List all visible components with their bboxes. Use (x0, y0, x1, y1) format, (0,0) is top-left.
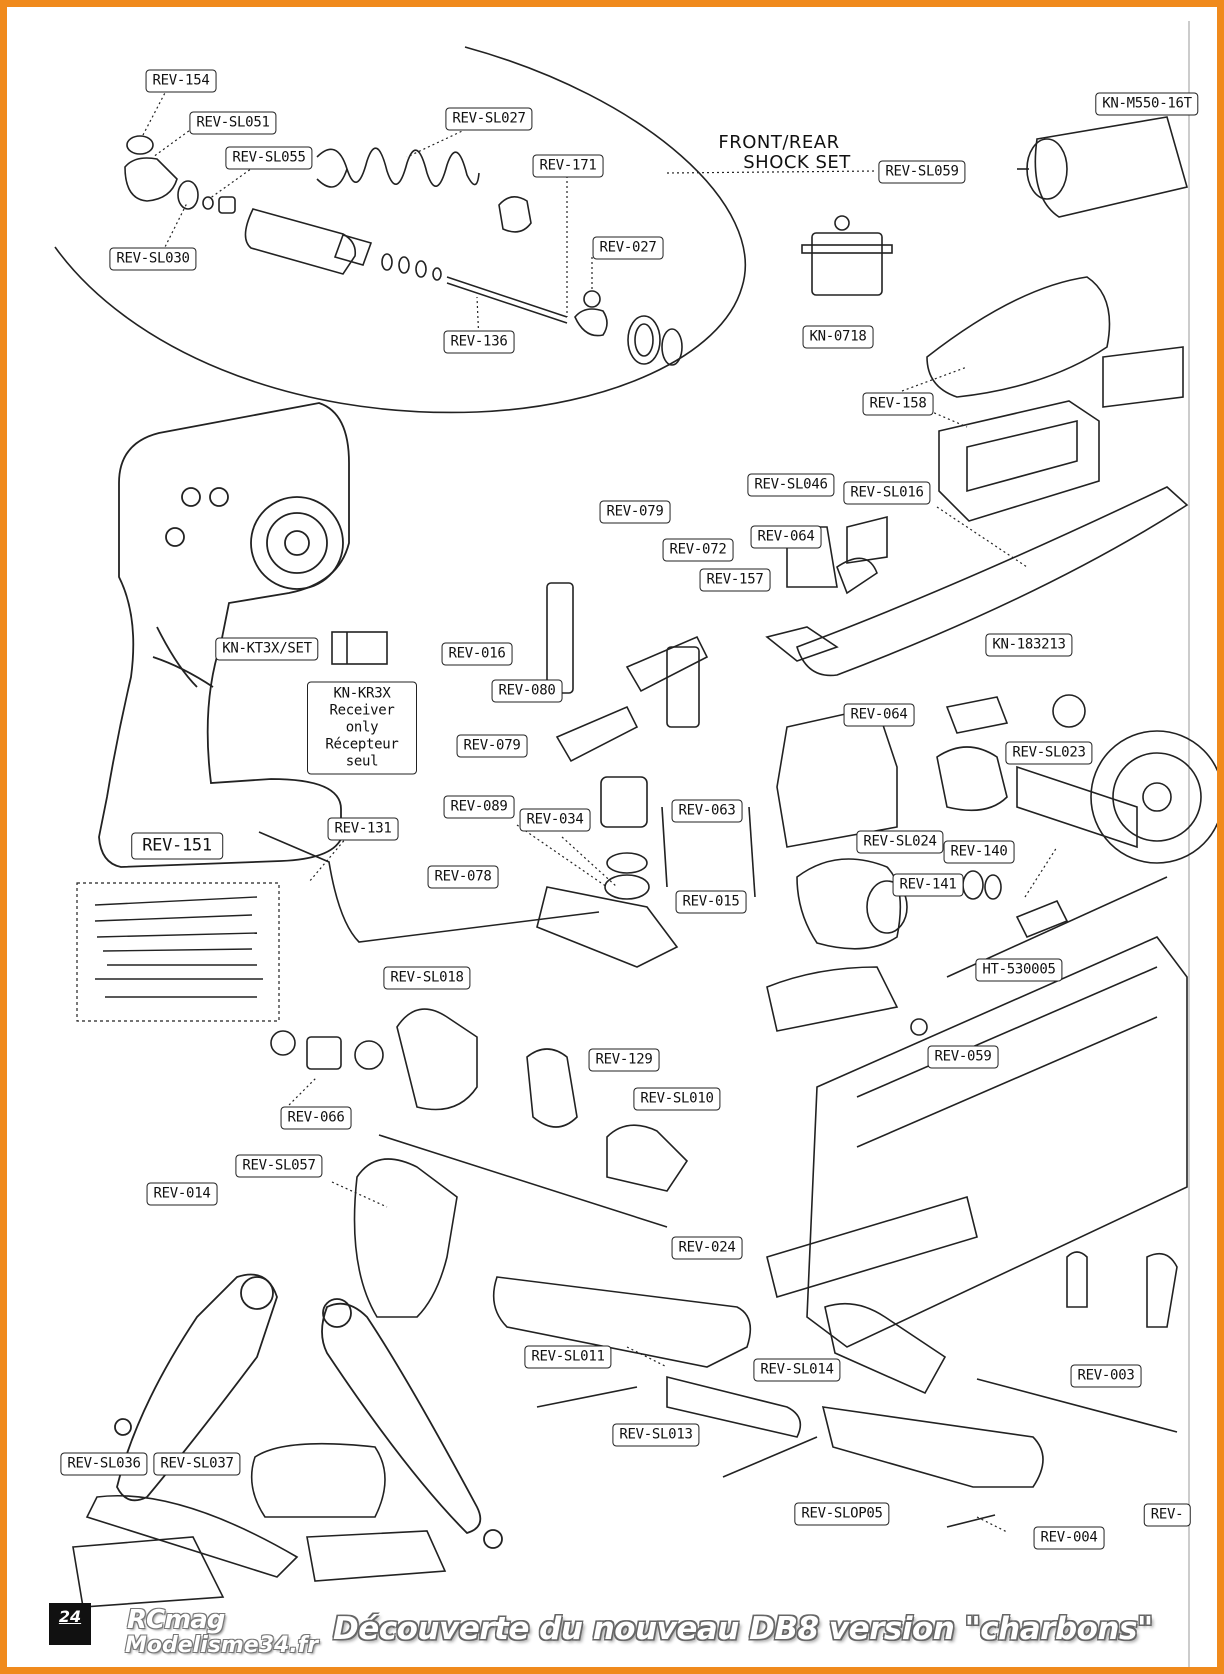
hardware-box (76, 882, 280, 1022)
label-rev-sl051: REV-SL051 (189, 111, 277, 135)
main-chassis-part (766, 936, 1188, 1348)
label-kn-m550: KN-M550-16T (1095, 92, 1199, 116)
servo-part (801, 215, 893, 296)
label-rev-136: REV-136 (443, 330, 515, 354)
label-rev-014: REV-014 (146, 1182, 218, 1206)
motor-part (1017, 116, 1188, 218)
diff-part (766, 706, 908, 1032)
label-rev-slop05: REV-SLOP05 (794, 1502, 890, 1526)
label-ht-530005: HT-530005 (975, 958, 1063, 982)
label-rev-sl023: REV-SL023 (1005, 741, 1093, 765)
label-rev-sl059: REV-SL059 (878, 160, 966, 184)
label-rev-064-top: REV-064 (750, 525, 822, 549)
label-rev-sl027: REV-SL027 (445, 107, 533, 131)
shock-tower-part (353, 1158, 458, 1318)
hardware-screws (94, 896, 263, 998)
label-rev-063: REV-063 (671, 799, 743, 823)
watermark-rcmag: RCmag (127, 1605, 225, 1635)
label-rev-079-mid: REV-079 (456, 734, 528, 758)
transmitter-part (98, 402, 350, 868)
steering-hub-part (270, 1008, 578, 1128)
label-rev-sl036: REV-SL036 (60, 1452, 148, 1476)
label-rev-sl013: REV-SL013 (612, 1423, 700, 1447)
label-rev-151: REV-151 (131, 832, 223, 860)
label-kn-0718: KN-0718 (802, 325, 874, 349)
label-rev-154: REV-154 (145, 69, 217, 93)
label-rev-024: REV-024 (671, 1236, 743, 1260)
label-rev-sl030: REV-SL030 (109, 247, 197, 271)
kn-kr3x-code: KN-KR3X (333, 685, 391, 702)
shock-set-outline (54, 46, 747, 414)
label-rev-sl057: REV-SL057 (235, 1154, 323, 1178)
label-rev-sl018: REV-SL018 (383, 966, 471, 990)
label-rev-sl016: REV-SL016 (843, 481, 931, 505)
shock-cap-part (124, 135, 236, 214)
spur-gear-part (1052, 694, 1217, 864)
drive-shaft-part (378, 1134, 668, 1228)
suspension-arms-part (492, 1276, 1178, 1528)
label-rev-sl010: REV-SL010 (633, 1087, 721, 1111)
label-rev-cut: REV- (1143, 1503, 1191, 1527)
front-shock-part (114, 1273, 278, 1502)
bumper-part (72, 1442, 447, 1608)
kn-kr3x-line2: Récepteur seul (325, 736, 399, 770)
page-caption: Découverte du nouveau DB8 version "charb… (333, 1611, 1153, 1647)
label-rev-131: REV-131 (327, 817, 399, 841)
exploded-view-drawing (54, 21, 1217, 1667)
label-rev-sl037: REV-SL037 (153, 1452, 241, 1476)
label-rev-003: REV-003 (1070, 1364, 1142, 1388)
label-rev-sl055: REV-SL055 (225, 146, 313, 170)
watermark-site: Modelisme34.fr (125, 1633, 319, 1658)
shock-body-part (244, 208, 568, 324)
kn-kr3x-line1: Receiver only (329, 702, 395, 736)
chassis-rail-part (796, 486, 1189, 677)
label-rev-079-top: REV-079 (599, 500, 671, 524)
label-rev-157: REV-157 (699, 568, 771, 592)
shock-set-title: FRONT/REAR SHOCK SET (707, 133, 851, 173)
small-parts (536, 526, 1178, 1328)
label-rev-sl014: REV-SL014 (753, 1358, 841, 1382)
label-rev-059: REV-059 (927, 1045, 999, 1069)
label-rev-016: REV-016 (441, 642, 513, 666)
label-rev-158: REV-158 (862, 392, 934, 416)
label-rev-034: REV-034 (519, 808, 591, 832)
label-rev-sl024: REV-SL024 (856, 830, 944, 854)
label-rev-072: REV-072 (662, 538, 734, 562)
receiver-box-part (926, 276, 1184, 522)
label-rev-080: REV-080 (491, 679, 563, 703)
label-rev-004: REV-004 (1033, 1526, 1105, 1550)
rear-shock-part (321, 1298, 503, 1549)
label-kn-183213: KN-183213 (985, 633, 1073, 657)
shock-set-line1: FRONT/REAR (718, 132, 840, 153)
sway-bar-part (258, 831, 600, 943)
page-number: 24 (49, 1603, 91, 1645)
label-rev-064-mid: REV-064 (843, 703, 915, 727)
label-rev-066: REV-066 (280, 1106, 352, 1130)
label-rev-089: REV-089 (443, 795, 515, 819)
shock-spring-part (316, 147, 480, 188)
label-rev-129: REV-129 (588, 1048, 660, 1072)
label-rev-141: REV-141 (892, 873, 964, 897)
label-kn-kt3x: KN-KT3X/SET (215, 637, 319, 661)
shock-end-parts (498, 196, 683, 366)
label-rev-171: REV-171 (532, 154, 604, 178)
receiver-part (331, 631, 388, 665)
label-rev-sl046: REV-SL046 (747, 473, 835, 497)
label-rev-sl011: REV-SL011 (524, 1345, 612, 1369)
label-kn-kr3x: KN-KR3X Receiver only Récepteur seul (307, 681, 417, 775)
shock-set-line2: SHOCK SET (743, 152, 851, 173)
label-rev-078: REV-078 (427, 865, 499, 889)
label-rev-140: REV-140 (943, 840, 1015, 864)
label-rev-015: REV-015 (675, 890, 747, 914)
label-rev-027: REV-027 (592, 236, 664, 260)
